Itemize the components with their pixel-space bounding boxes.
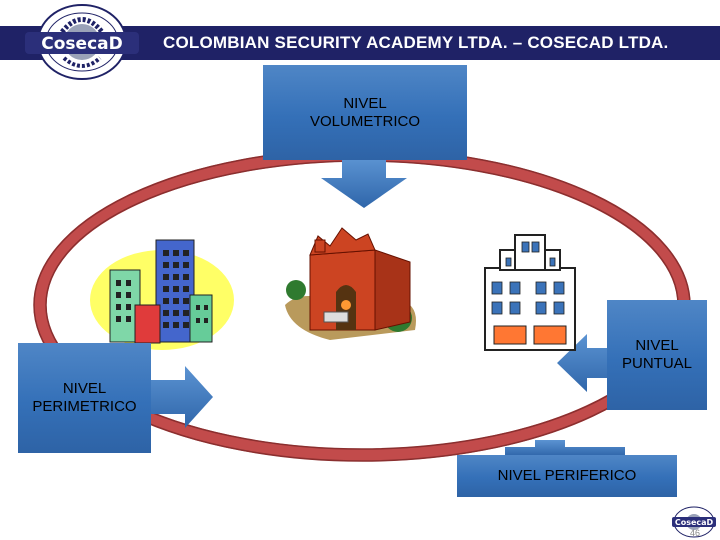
- node-periferico-label: NIVEL PERIFERICO: [497, 467, 637, 484]
- node-perimetrico: NIVEL PERIMETRICO: [18, 343, 151, 453]
- arrow-right-icon: [150, 366, 213, 428]
- node-volumetrico-line2: VOLUMETRICO: [309, 112, 420, 130]
- cosecad-logo: CosecaD: [25, 4, 139, 80]
- page-number: 46: [690, 528, 701, 538]
- brick-fortress-icon: [285, 227, 416, 340]
- node-volumetrico: NIVEL VOLUMETRICO: [263, 65, 467, 160]
- logo-text: CosecaD: [41, 34, 122, 54]
- arrow-up-icon: [505, 440, 625, 456]
- arrow-left-icon: [557, 334, 607, 392]
- page-title: COLOMBIAN SECURITY ACADEMY LTDA. – COSEC…: [163, 33, 669, 52]
- arrow-down-icon: [321, 158, 407, 208]
- node-puntual-line1: NIVEL: [635, 337, 679, 354]
- apartment-building-icon: [484, 234, 576, 351]
- node-volumetrico-line1: NIVEL: [343, 94, 387, 112]
- node-puntual: NIVEL PUNTUAL: [607, 300, 707, 410]
- footer-logo-text: CosecaD: [675, 518, 714, 527]
- node-perimetrico-line2: PERIMETRICO: [32, 398, 137, 415]
- node-perimetrico-line1: NIVEL: [62, 380, 107, 397]
- node-periferico: NIVEL PERIFERICO: [457, 455, 677, 497]
- footer-logo: CosecaD: [672, 506, 716, 538]
- office-buildings-icon: [90, 239, 234, 350]
- node-puntual-line2: PUNTUAL: [621, 355, 692, 372]
